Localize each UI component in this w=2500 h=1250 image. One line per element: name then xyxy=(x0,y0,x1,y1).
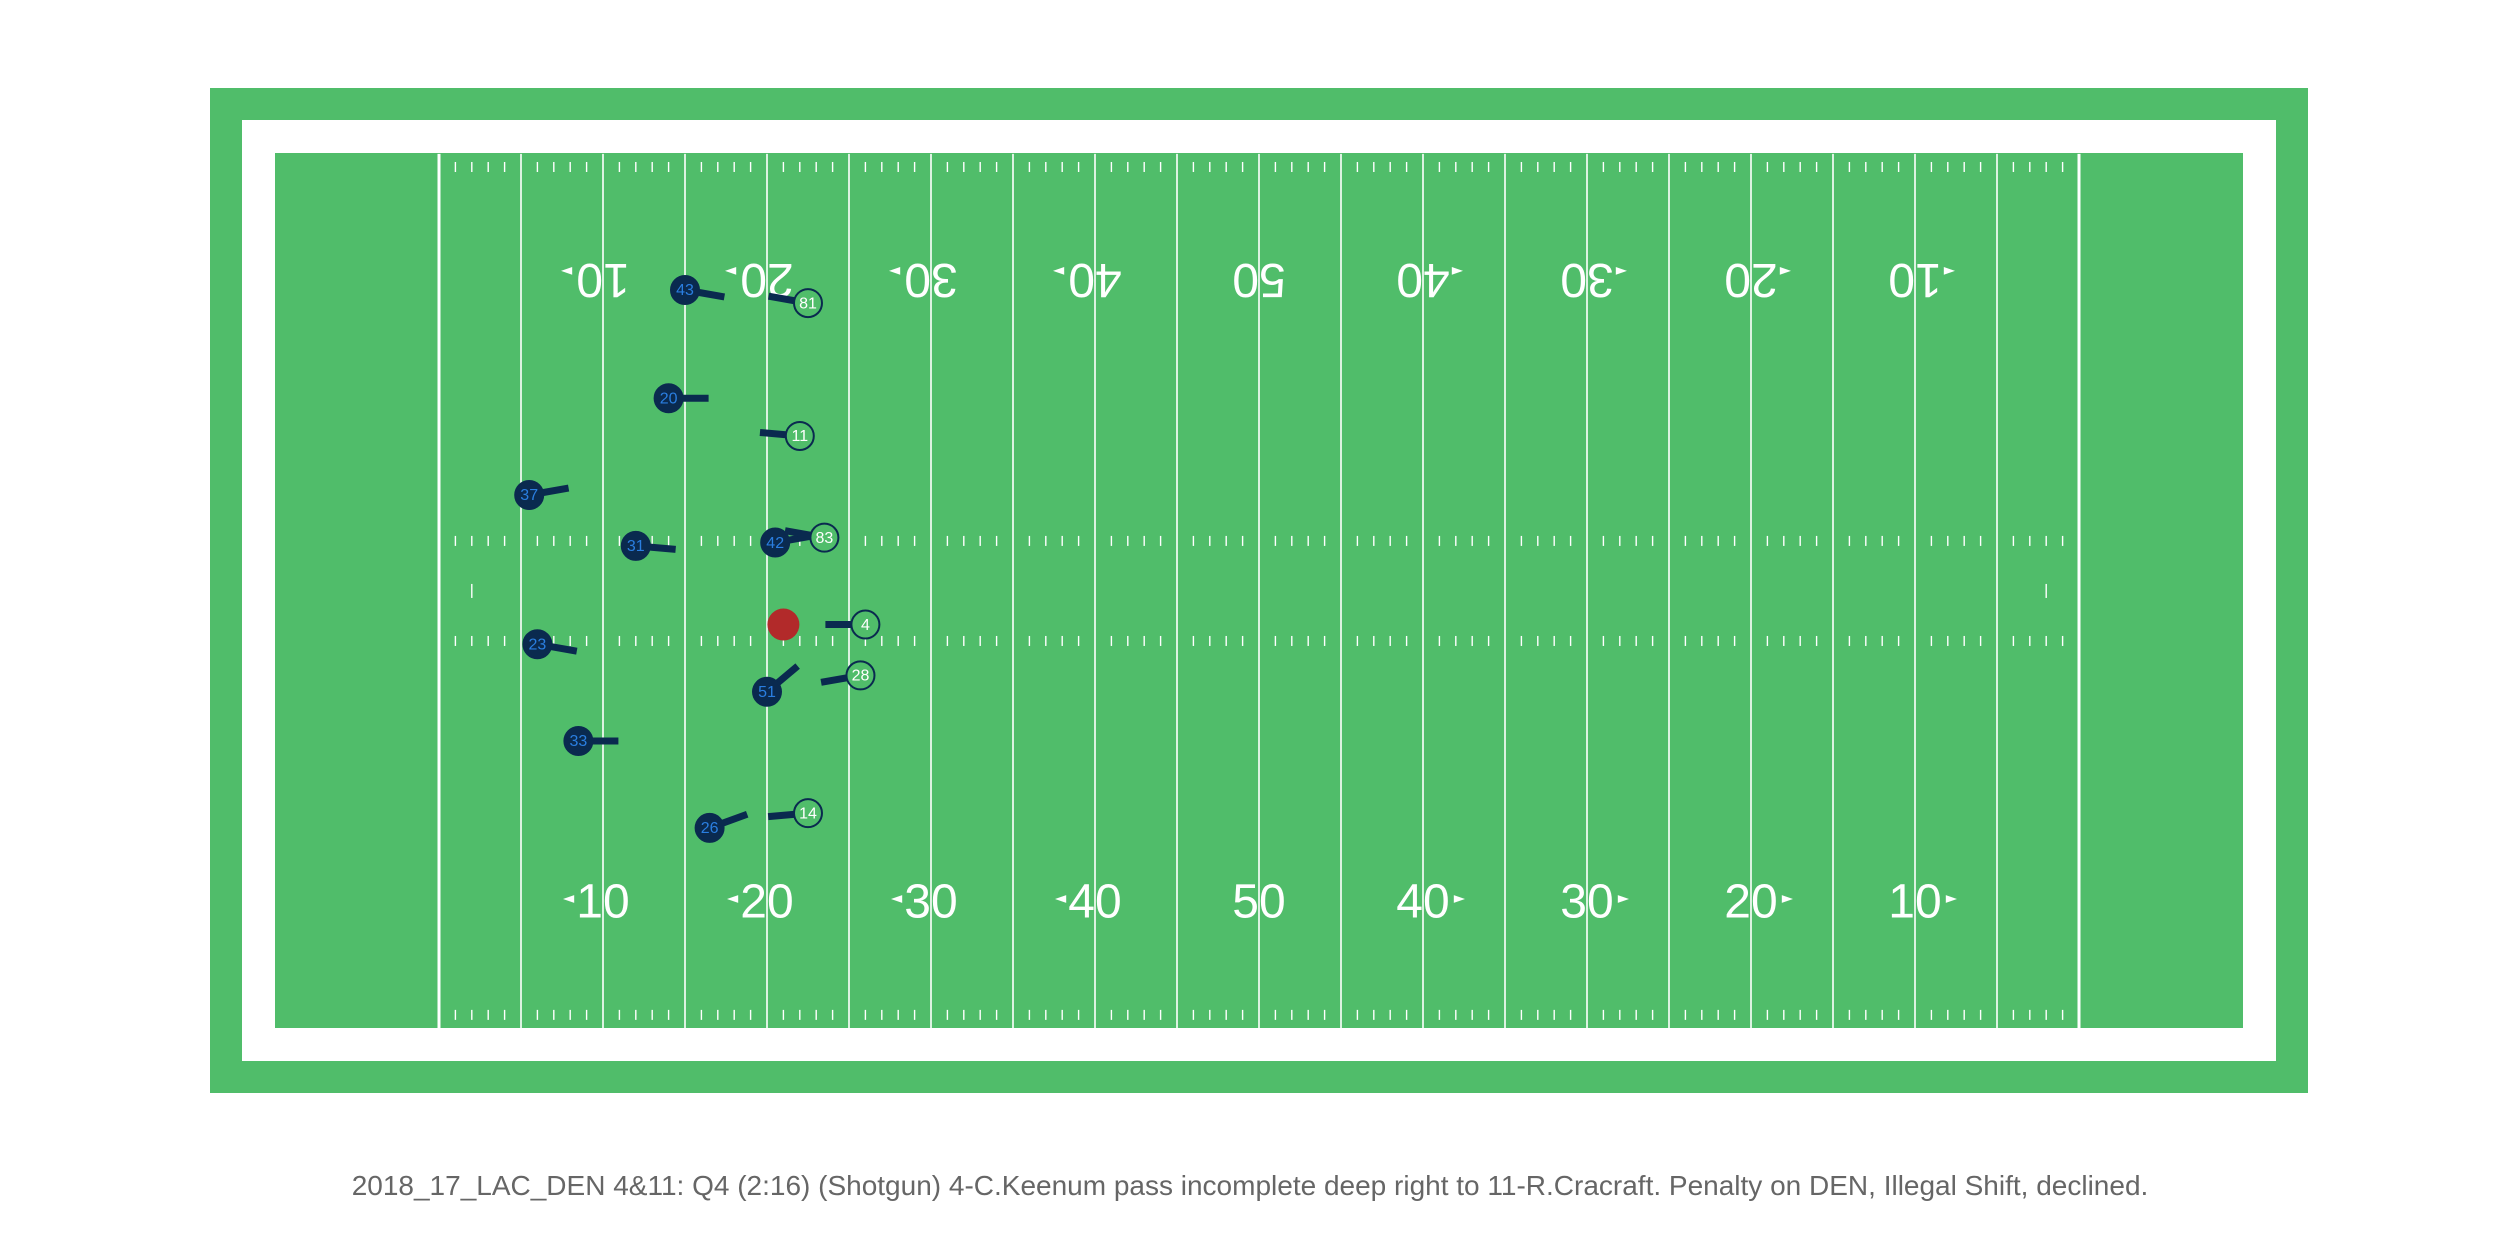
yard-number-bottom: 10 xyxy=(576,876,629,929)
player-marker xyxy=(845,660,876,691)
player-number: 83 xyxy=(816,530,834,547)
player-number: 31 xyxy=(627,538,645,555)
yard-number-top: 30 xyxy=(904,253,957,306)
player-marker xyxy=(784,420,815,451)
yard-arrow xyxy=(727,895,739,903)
yard-arrow xyxy=(1453,895,1465,903)
player-marker xyxy=(620,530,651,561)
yard-arrow xyxy=(1781,895,1793,903)
football-field: 10 20 30 40 50 40 30 20 10 10 20 30 40 50 40 30 20 10 43 2… xyxy=(210,88,2308,1093)
defense-player: 23 xyxy=(522,629,578,660)
yard-arrow xyxy=(725,267,737,275)
yard-number-top-group: 10 xyxy=(1888,253,1955,306)
player-number: 81 xyxy=(799,295,817,312)
player-number: 26 xyxy=(701,820,719,837)
player-number: 4 xyxy=(861,617,870,634)
defense-player: 33 xyxy=(563,726,619,756)
player-number: 20 xyxy=(660,390,678,407)
player-marker xyxy=(522,629,553,660)
player-marker xyxy=(793,288,823,319)
football-ball xyxy=(767,608,800,641)
player-number: 33 xyxy=(570,733,588,750)
yard-arrow xyxy=(1943,267,1955,275)
yard-arrow xyxy=(1055,895,1067,903)
player-number: 11 xyxy=(791,428,808,445)
offense-player: 83 xyxy=(784,522,840,553)
player-marker xyxy=(563,726,594,756)
yard-number-top: 10 xyxy=(1888,253,1941,306)
player-number: 23 xyxy=(529,636,547,653)
yard-arrow xyxy=(1779,267,1791,275)
yard-number-bottom: 10 xyxy=(1888,876,1941,929)
yard-number-bottom: 20 xyxy=(1724,876,1777,929)
player-marker xyxy=(752,676,782,707)
player-marker xyxy=(694,812,725,843)
yard-number-bottom: 40 xyxy=(1068,876,1121,929)
defense-player: 37 xyxy=(514,480,570,510)
players-layer: 43 20 37 31 42 23 51 33 26 81 11 83 4 28 14 xyxy=(514,275,881,843)
player-marker xyxy=(760,527,791,558)
yard-arrow xyxy=(563,895,575,903)
field-lines xyxy=(437,153,2081,1028)
yard-number-bottom: 30 xyxy=(904,876,957,929)
player-number: 42 xyxy=(766,535,784,552)
yard-number-top-group: 30 xyxy=(1560,253,1627,306)
yard-number-top-group: 50 xyxy=(1232,253,1285,306)
yard-arrow xyxy=(1615,267,1627,275)
offense-player: 81 xyxy=(767,288,823,319)
yard-number-top: 50 xyxy=(1232,253,1285,306)
yard-number-top: 40 xyxy=(1396,253,1449,306)
player-number: 28 xyxy=(852,668,870,685)
yard-number-top: 40 xyxy=(1068,253,1121,306)
player-number: 43 xyxy=(676,282,694,299)
yard-arrow xyxy=(1451,267,1463,275)
player-marker xyxy=(653,383,684,414)
defense-player: 20 xyxy=(653,383,709,414)
yard-number-top-group: 40 xyxy=(1396,253,1463,306)
play-description: 2018_17_LAC_DEN 4&11: Q4 (2:16) (Shotgun… xyxy=(351,1170,2149,1201)
player-number: 37 xyxy=(520,487,538,504)
yard-numbers: 10 20 30 40 50 40 30 20 10 10 20 30 40 50 40 30 20 10 xyxy=(561,253,1957,929)
yard-arrow xyxy=(1617,895,1629,903)
player-number: 14 xyxy=(799,805,817,822)
yard-arrow xyxy=(889,267,901,275)
player-marker xyxy=(793,798,823,829)
player-marker xyxy=(809,522,840,553)
yard-number-top-group: 20 xyxy=(1724,253,1791,306)
defense-player: 43 xyxy=(670,275,726,305)
yard-number-bottom: 50 xyxy=(1232,876,1285,929)
defense-player: 26 xyxy=(694,810,749,843)
yard-number-bottom: 30 xyxy=(1560,876,1613,929)
player-number: 51 xyxy=(758,684,776,701)
player-marker xyxy=(670,275,700,305)
player-marker xyxy=(514,480,545,510)
yard-number-bottom: 40 xyxy=(1396,876,1449,929)
yard-arrow xyxy=(891,895,903,903)
offense-player: 4 xyxy=(825,609,881,640)
yard-arrow xyxy=(561,267,573,275)
defense-player: 51 xyxy=(752,663,800,707)
yard-number-top-group: 40 xyxy=(1053,253,1122,306)
yard-number-top-group: 30 xyxy=(889,253,958,306)
player-marker xyxy=(850,609,881,640)
yard-number-top: 10 xyxy=(576,253,629,306)
offense-player: 11 xyxy=(759,420,815,451)
yard-number-top: 30 xyxy=(1560,253,1613,306)
yard-arrow xyxy=(1945,895,1957,903)
defense-player: 31 xyxy=(620,530,676,561)
offense-player: 28 xyxy=(820,660,876,691)
yard-number-top: 20 xyxy=(1724,253,1777,306)
yard-arrow xyxy=(1053,267,1065,275)
offense-player: 14 xyxy=(767,798,823,829)
yard-number-top-group: 10 xyxy=(561,253,630,306)
yard-number-bottom: 20 xyxy=(740,876,793,929)
